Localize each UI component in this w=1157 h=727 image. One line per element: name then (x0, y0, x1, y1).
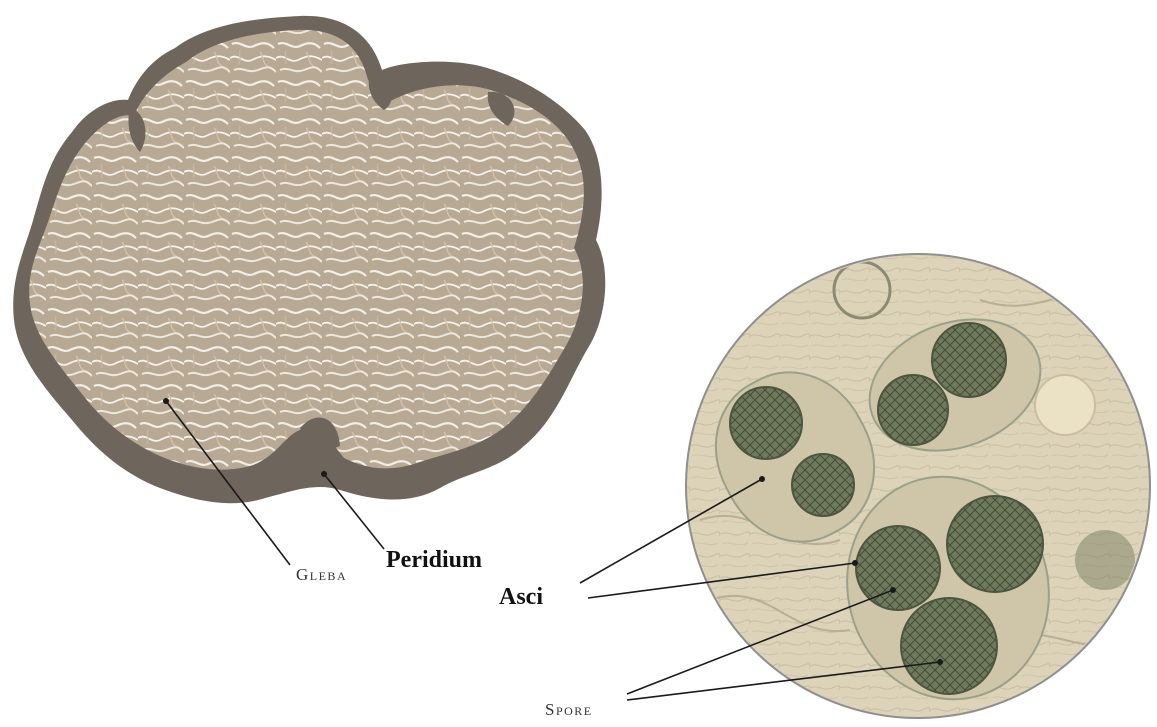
truffle-cross-section-illustration (13, 16, 605, 503)
label-spore: Spore (545, 700, 593, 719)
label-asci: Asci (499, 584, 543, 610)
label-peridium: Peridium (386, 547, 482, 573)
microscope-view-illustration (686, 254, 1150, 722)
label-gleba: Gleba (296, 565, 347, 584)
